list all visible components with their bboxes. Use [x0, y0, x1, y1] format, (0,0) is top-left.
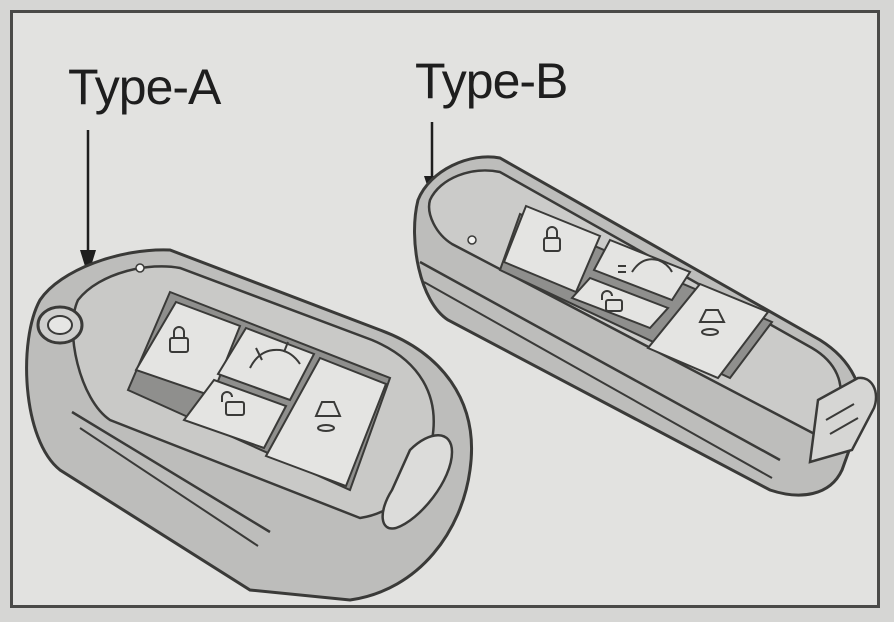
- type-b-led-indicator: [467, 235, 477, 245]
- panic-icon: [314, 401, 342, 432]
- lock-icon: [169, 326, 189, 353]
- unlock-icon: [221, 391, 245, 416]
- type-a-side-groove-2: [79, 427, 259, 547]
- type-a-label: Type-A: [68, 59, 221, 115]
- type-b-side-band-2: [423, 281, 773, 479]
- type-b-trunk-button: [592, 238, 692, 302]
- type-a-keyring-slot: [381, 434, 454, 530]
- trunk-icon: [249, 341, 301, 369]
- type-a-trunk-button: [216, 326, 316, 402]
- type-a-flip-key: [25, 248, 473, 602]
- type-a-arrowhead: [80, 250, 96, 276]
- panic-icon: [698, 309, 726, 336]
- lock-icon: [543, 226, 561, 252]
- type-b-key-slot: [825, 403, 859, 435]
- type-a-side-groove: [71, 410, 271, 534]
- type-b-unlock-button: [570, 276, 670, 330]
- unlock-icon: [601, 290, 623, 312]
- trunk-icon: [618, 258, 673, 273]
- type-b-smart-key: [413, 155, 878, 497]
- type-b-label: Type-B: [415, 53, 568, 109]
- type-b-lock-button: [502, 204, 602, 294]
- led-indicator: [135, 263, 145, 273]
- type-b-panic-button: [646, 282, 770, 380]
- type-b-emergency-key-end: [808, 376, 878, 464]
- type-a-panic-button: [264, 356, 388, 488]
- type-b-side-band: [419, 260, 781, 462]
- hinge-button-center: [47, 315, 73, 335]
